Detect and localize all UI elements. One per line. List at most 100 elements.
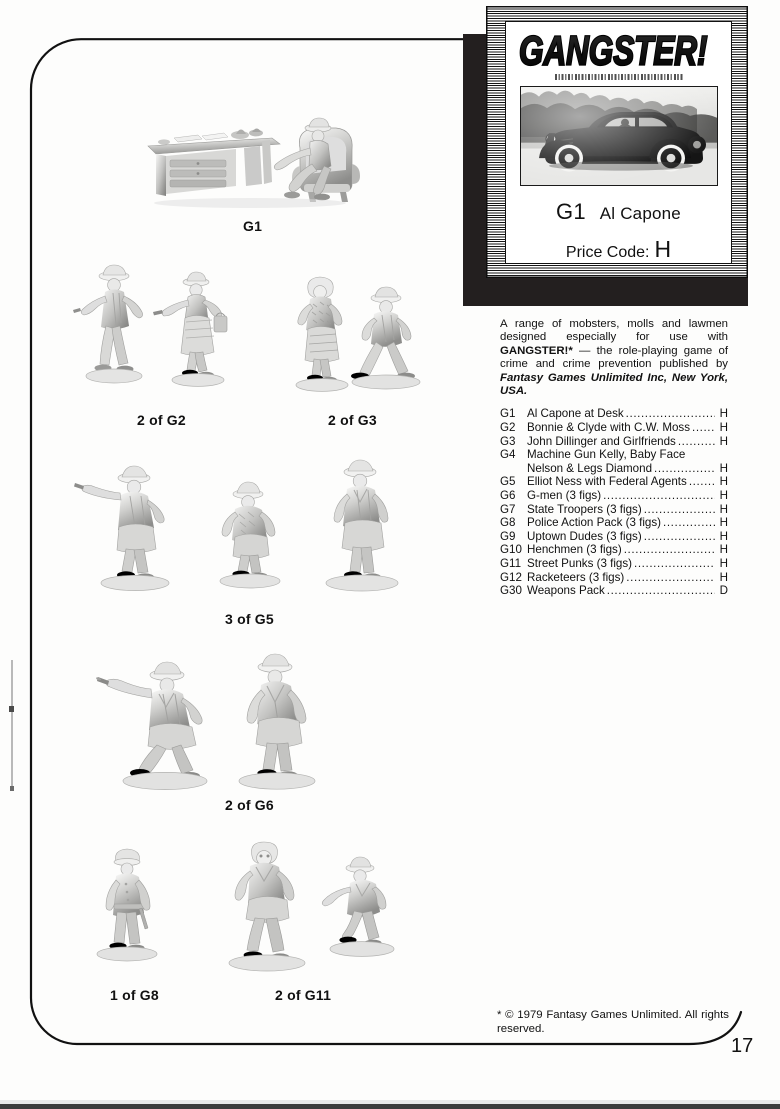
catalog-item-price-code: H xyxy=(719,434,728,448)
description-column: A range of mobsters, molls and lawmen de… xyxy=(500,318,728,598)
catalog-item-code: G2 xyxy=(500,421,516,435)
catalog-item-name: Bonnie & Clyde with C.W. Moss xyxy=(527,421,691,435)
catalog-item-leader-dots: ........................................… xyxy=(606,584,715,598)
boxart-inner-card: GANGSTER! xyxy=(505,21,732,264)
catalog-item-leader-dots: ........................................… xyxy=(626,570,715,584)
catalog-item-row: G6 G-men (3 figs) .......................… xyxy=(500,489,728,503)
catalog-item-leader-dots: ........................................… xyxy=(643,529,715,543)
catalog-item-row: G4bNelson & Legs Diamond ...............… xyxy=(500,462,728,476)
catalog-item-code: G6 xyxy=(500,489,516,502)
catalog-item-row: G10 Henchmen (3 figs) ...................… xyxy=(500,543,728,557)
catalog-item-price-code: H xyxy=(719,421,728,435)
catalog-item-price-code: H xyxy=(719,543,728,557)
blurb-mid: — the role-playing game of crime and cri… xyxy=(500,344,728,371)
figure-photo-g8-g11 xyxy=(96,841,395,972)
catalog-item-row: G1 Al Capone at Desk ....................… xyxy=(500,407,728,421)
catalog-item-code: G30 xyxy=(500,584,522,598)
boxart-price-row: Price Code: H xyxy=(566,236,671,263)
catalog-item-list: G1 Al Capone at Desk ....................… xyxy=(500,407,728,597)
boxart-code: G1 xyxy=(556,199,586,224)
catalog-item-name: Nelson & Legs Diamond xyxy=(527,461,653,475)
figure-photo-g2-pair xyxy=(73,264,228,387)
copyright-notice: * © 1979 Fantasy Games Unlimited. All ri… xyxy=(497,1009,729,1035)
blurb-pre: A range of mobsters, molls and lawmen de… xyxy=(500,318,728,344)
catalog-item-row: G5 Elliot Ness with Federal Agents ......… xyxy=(500,475,728,489)
scan-crop-mark xyxy=(10,786,14,791)
catalog-item-code: G4 xyxy=(500,448,516,462)
logo-subtitle-texture xyxy=(554,74,683,80)
catalog-item-leader-dots: ........................................… xyxy=(623,543,715,557)
scan-crop-mark xyxy=(11,660,13,790)
catalog-item-row: G2 Bonnie & Clyde with C.W. Moss ........… xyxy=(500,421,728,435)
catalog-item-code: G1 xyxy=(500,407,516,421)
catalog-item-name: Henchmen (3 figs) xyxy=(527,543,622,557)
figure-caption: 2 of G2 xyxy=(137,412,186,428)
figure-caption: 2 of G6 xyxy=(225,797,274,813)
catalog-item-price-code: H xyxy=(719,529,728,543)
catalog-item-leader-dots: ........................................… xyxy=(634,556,715,570)
range-blurb: A range of mobsters, molls and lawmen de… xyxy=(500,318,728,398)
catalog-item-name: Machine Gun Kelly, Baby Face xyxy=(527,448,686,462)
catalog-item-leader-dots: ........................................… xyxy=(654,461,715,475)
vintage-car-photo xyxy=(519,85,718,186)
catalog-item-code: G9 xyxy=(500,529,516,543)
page-border-frame xyxy=(29,38,745,1046)
catalog-item-leader-dots: ........................................… xyxy=(663,516,715,530)
catalog-item-leader-dots: ........................................… xyxy=(692,421,715,435)
scan-crop-mark xyxy=(9,706,14,712)
catalog-item-leader-dots: ........................................… xyxy=(625,407,715,421)
catalog-item-code: G8 xyxy=(500,516,516,530)
catalog-item-leader-dots: ........................................… xyxy=(643,502,715,516)
catalog-item-code: G12 xyxy=(500,570,522,584)
figure-caption: 3 of G5 xyxy=(225,611,274,627)
catalog-item-leader-dots: ........................................… xyxy=(688,475,715,489)
gangster-logo: GANGSTER! xyxy=(517,29,708,73)
blurb-game-title: GANGSTER!* xyxy=(500,344,573,357)
catalog-item-row: G3 John Dillinger and Girlfriends .......… xyxy=(500,435,728,449)
catalog-item-code: G7 xyxy=(500,502,516,516)
figure-photo-g6-pair xyxy=(96,653,316,790)
page-number: 17 xyxy=(731,1035,754,1057)
price-code-value: H xyxy=(654,236,672,262)
svg-text:GANGSTER!: GANGSTER! xyxy=(519,29,707,73)
figure-photo-g5-trio xyxy=(74,459,399,592)
catalog-item-name: Racketeers (3 figs) xyxy=(527,570,625,584)
catalog-item-name: Al Capone at Desk xyxy=(527,407,624,421)
boxart-title-row: G1 Al Capone xyxy=(556,199,681,225)
catalog-item-price-code: H xyxy=(719,502,728,516)
catalog-item-row: G8 Police Action Pack (3 figs) ..........… xyxy=(500,516,728,530)
catalog-item-code: G3 xyxy=(500,434,516,448)
catalog-item-name: G-men (3 figs) xyxy=(527,489,602,502)
catalog-item-row: G9 Uptown Dudes (3 figs) ................… xyxy=(500,530,728,544)
catalog-item-name: Weapons Pack xyxy=(527,584,605,598)
catalog-item-row: G4 Machine Gun Kelly, Baby Face xyxy=(500,448,728,462)
catalog-item-price-code: H xyxy=(719,556,728,570)
catalog-item-price-code: H xyxy=(719,407,728,421)
figure-photo-g1-desk xyxy=(147,117,360,208)
catalog-item-name: Police Action Pack (3 figs) xyxy=(527,516,662,530)
price-code-label: Price Code: xyxy=(565,244,650,261)
catalog-item-price-code: H xyxy=(719,475,728,489)
catalog-item-row: G12 Racketeers (3 figs) .................… xyxy=(500,571,728,585)
figure-caption: 2 of G11 xyxy=(275,987,332,1003)
catalog-item-price-code: H xyxy=(719,489,728,502)
figure-caption: 2 of G3 xyxy=(328,412,377,428)
catalog-item-name: Elliot Ness with Federal Agents xyxy=(527,475,687,489)
catalog-item-leader-dots: ........................................… xyxy=(677,434,715,448)
scan-bottom-edge xyxy=(0,1100,780,1109)
catalog-item-code: G5 xyxy=(500,475,516,489)
catalog-item-code: G10 xyxy=(500,543,522,557)
catalog-item-name: John Dillinger and Girlfriends xyxy=(527,434,676,448)
catalog-item-price-code: H xyxy=(719,461,728,475)
boxart-name: Al Capone xyxy=(599,204,681,223)
figure-photo-g3-pair xyxy=(295,276,421,392)
catalog-item-code: G11 xyxy=(500,556,522,570)
catalog-item-leader-dots: ........................................… xyxy=(603,489,715,502)
catalog-item-price-code: H xyxy=(719,570,728,584)
catalog-item-name: Uptown Dudes (3 figs) xyxy=(527,529,642,543)
catalog-item-price-code: H xyxy=(719,516,728,530)
figure-caption: 1 of G8 xyxy=(110,987,159,1003)
figure-caption: G1 xyxy=(243,218,263,234)
